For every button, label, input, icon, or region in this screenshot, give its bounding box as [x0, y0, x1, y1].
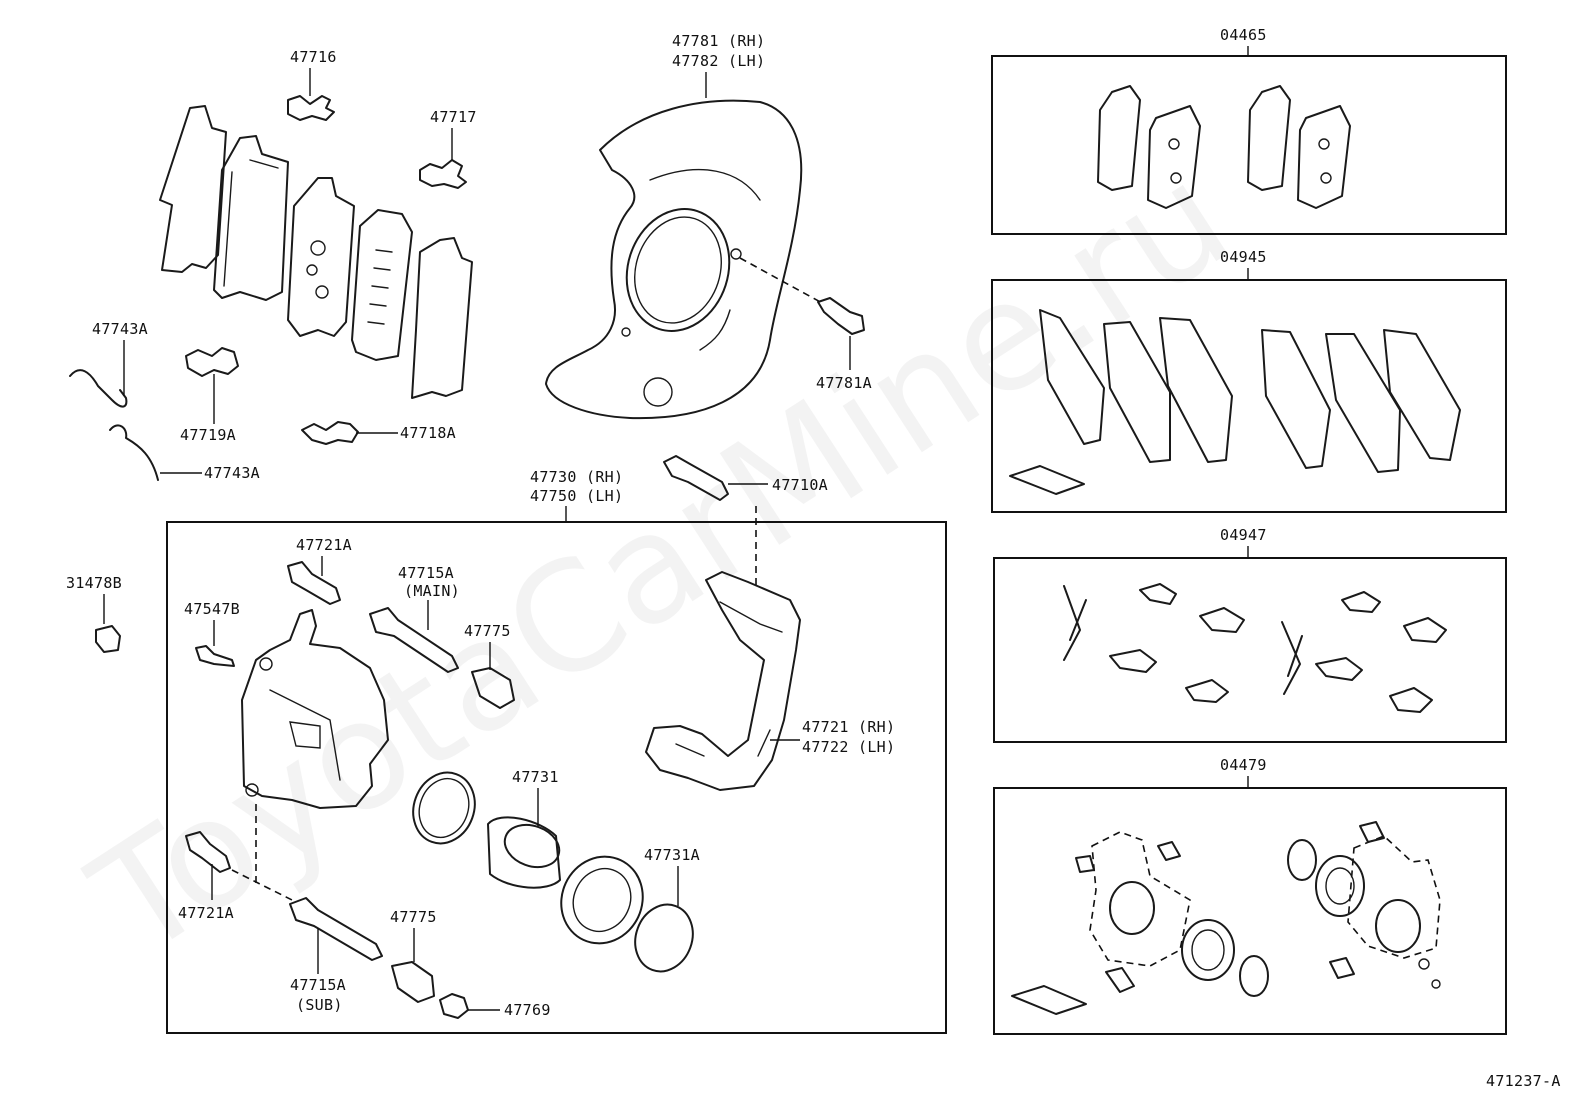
label-47750-lh: 47750 (LH): [530, 487, 623, 505]
shield-hub-hole: [625, 208, 731, 332]
bleeder-plug-47547b-icon: [195, 645, 235, 667]
mounting-bolt-top-icon: [287, 561, 341, 605]
caliper-assembly-group: 47730 (RH) 47750 (LH) 47710A 31478B 4772…: [66, 455, 947, 1034]
label-47715a-sub: 47715A: [290, 976, 346, 994]
label-47547b: 47547B: [184, 600, 240, 618]
label-47716: 47716: [290, 48, 337, 66]
label-kit-04945: 04945: [1220, 248, 1267, 266]
disc-brake-dust-shield-icon: [545, 99, 803, 420]
dust-shield-group: 47781 (RH) 47782 (LH) 47781A: [545, 32, 872, 420]
brake-pad-inner-icon: [287, 177, 355, 337]
label-kit-04465: 04465: [1220, 26, 1267, 44]
gasket-outline-right: [1347, 835, 1441, 959]
label-47710a: 47710A: [772, 476, 828, 494]
mounting-bolt-bottom-icon: [185, 831, 231, 873]
pad-clip-47716-icon: [287, 95, 335, 121]
label-47718a: 47718A: [400, 424, 456, 442]
pad-clip-47717-icon: [419, 159, 467, 189]
label-47781a: 47781A: [816, 374, 872, 392]
label-47715a-sub-note: (SUB): [296, 996, 343, 1014]
label-47715a-main: 47715A: [398, 564, 454, 582]
grease-packet-icon: [1009, 465, 1085, 495]
brake-pad-icon: [213, 135, 289, 301]
pad-kit-icon: [1097, 85, 1141, 191]
label-47769: 47769: [504, 1001, 551, 1019]
figure-code: 471237-A: [1486, 1072, 1561, 1090]
label-47721a-bottom: 47721A: [178, 904, 234, 922]
label-47743a-bottom: 47743A: [204, 464, 260, 482]
kit-04945-group: 04945: [991, 248, 1507, 513]
label-47731: 47731: [512, 768, 559, 786]
cylinder-boot-set-ring-icon: [634, 903, 694, 973]
pad-clip-47719a-icon: [185, 347, 239, 377]
kit-04947-box: [993, 557, 1507, 743]
label-47782-lh: 47782 (LH): [672, 52, 765, 70]
label-47719a: 47719A: [180, 426, 236, 444]
kit-04947-group: 04947: [993, 526, 1507, 743]
piston-seal-ring-icon: [412, 771, 476, 845]
grease-packet-2-icon: [1011, 985, 1087, 1015]
gasket-outline-left: [1089, 831, 1191, 967]
label-47775-bottom: 47775: [390, 908, 437, 926]
label-47730-rh: 47730 (RH): [530, 468, 623, 486]
caliper-piston-icon: [487, 816, 561, 889]
pad-shim-outer-icon: [159, 105, 227, 273]
pad-clip-47718a-icon: [301, 421, 359, 445]
label-47721a-top: 47721A: [296, 536, 352, 554]
kit-04479-box: [993, 787, 1507, 1035]
label-47775-top: 47775: [464, 622, 511, 640]
wear-indicator-bottom-icon: [109, 424, 159, 481]
plug-31478b-icon: [95, 625, 121, 653]
label-47731a: 47731A: [644, 846, 700, 864]
label-47721-rh: 47721 (RH): [802, 718, 895, 736]
pad-shim-right-icon: [411, 237, 473, 399]
pad-shims-group: 47716 47717 47743A 47719A 47718A 47743A: [69, 48, 477, 482]
wear-indicator-top-icon: [69, 369, 128, 408]
caliper-assembly-box: [166, 521, 947, 1034]
label-kit-04947: 04947: [1220, 526, 1267, 544]
slide-pin-sub-icon: [289, 897, 383, 961]
shim-kit-icon: [1039, 309, 1105, 445]
anti-squeal-shim-icon: [351, 209, 413, 361]
caliper-mounting-bracket-icon: [645, 571, 801, 791]
shield-bolt-47781a-icon: [817, 297, 865, 335]
label-47781-rh: 47781 (RH): [672, 32, 765, 50]
caliper-cylinder-body-icon: [241, 609, 389, 809]
label-47715a-main-note: (MAIN): [404, 582, 460, 600]
caliper-bolt-47710a-icon: [663, 455, 729, 501]
slide-pin-main-icon: [369, 607, 459, 673]
label-31478b: 31478B: [66, 574, 122, 592]
kit-04945-box: [991, 279, 1507, 513]
cylinder-boot-icon: [560, 855, 644, 945]
label-47743a-top: 47743A: [92, 320, 148, 338]
kit-04465-group: 04465: [991, 26, 1507, 235]
seal-kit-ring-icon: [1109, 881, 1155, 935]
slide-bushing-boot-bottom-icon: [391, 961, 435, 1003]
label-47722-lh: 47722 (LH): [802, 738, 895, 756]
kit-04465-box: [991, 55, 1507, 235]
kit-04479-group: 04479: [993, 756, 1507, 1035]
bleeder-cap-47769-icon: [439, 993, 469, 1019]
fitting-kit-icon: [1063, 585, 1087, 661]
label-47717: 47717: [430, 108, 477, 126]
label-kit-04479: 04479: [1220, 756, 1267, 774]
